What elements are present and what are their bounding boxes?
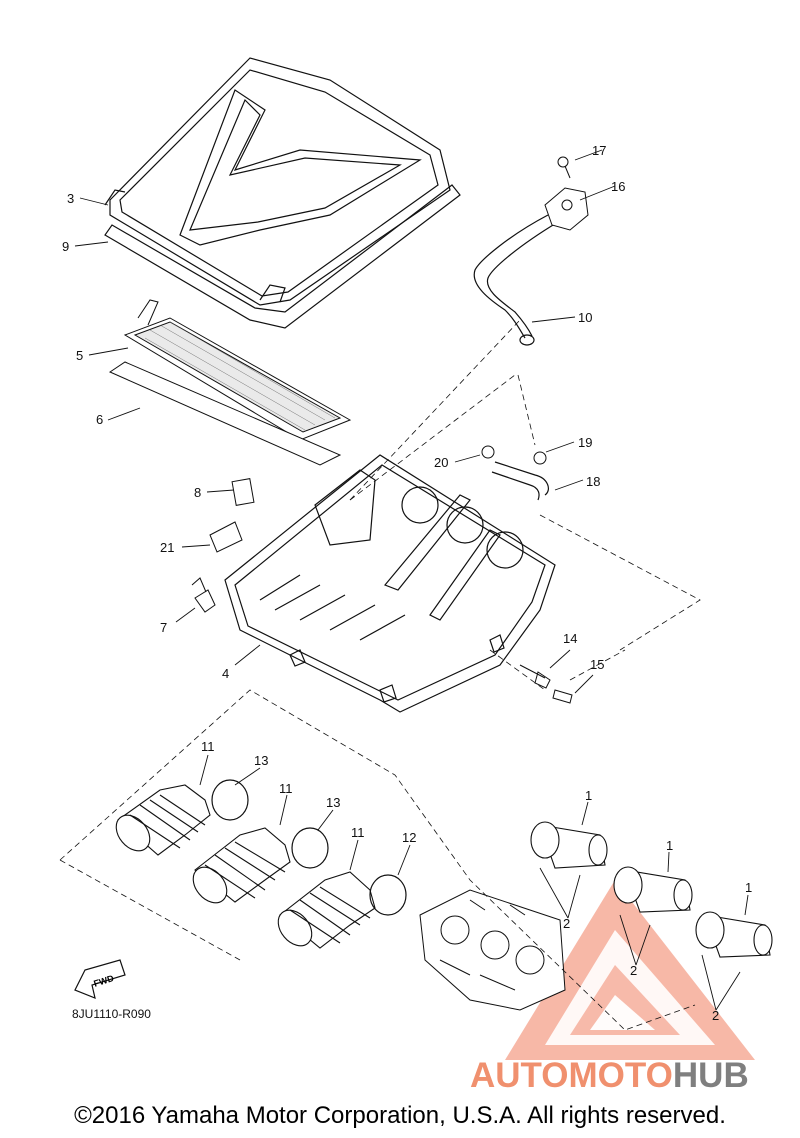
callout-2-c: 2 (712, 1008, 719, 1023)
funnel-1 (115, 784, 211, 856)
watermark-text-auto: AUTO (470, 1056, 569, 1095)
case-screws (519, 664, 573, 704)
callout-15: 15 (590, 657, 604, 672)
breather-hose (473, 214, 559, 346)
svg-text:AUTOMOTOHUB: AUTOMOTOHUB (470, 1056, 749, 1095)
callout-4: 4 (222, 666, 229, 681)
callout-11-b: 11 (279, 781, 293, 796)
watermark-text-moto: MOTO (569, 1056, 673, 1095)
joint-2 (613, 866, 693, 913)
copyright-notice: ©2016 Yamaha Motor Corporation, U.S.A. A… (74, 1102, 726, 1129)
short-hose (491, 461, 549, 501)
figure-code: 8JU1110-R090 (72, 1007, 151, 1021)
assembly-lines (59, 319, 701, 1031)
callout-1-a: 1 (585, 788, 592, 803)
forward-arrow: FWD (74, 959, 126, 999)
callout-13-a: 13 (254, 753, 268, 768)
air-filter-case (224, 454, 556, 713)
callout-10: 10 (578, 310, 592, 325)
watermark-logo: AUTOMOTOHUB (470, 880, 755, 1095)
callout-17: 17 (592, 143, 606, 158)
funnel-2 (192, 827, 291, 904)
watermark-text-hub: HUB (673, 1056, 749, 1095)
callout-9: 9 (62, 239, 69, 254)
callout-7: 7 (160, 620, 167, 635)
joint-1 (530, 821, 608, 869)
drain-cap (191, 577, 216, 613)
callout-6: 6 (96, 412, 103, 427)
hose-joint (544, 187, 589, 231)
joint-3 (695, 911, 773, 958)
funnel-clamps (211, 779, 407, 916)
callout-1-c: 1 (745, 880, 752, 895)
callout-21: 21 (160, 540, 174, 555)
air-filter-element (123, 299, 352, 441)
callout-labels: 3 9 5 6 8 21 7 4 10 17 16 18 19 20 14 15… (62, 143, 752, 1023)
callout-11-c: 11 (351, 825, 365, 840)
callout-2-b: 2 (630, 963, 637, 978)
callout-16: 16 (611, 179, 625, 194)
joint-bolt (557, 156, 571, 179)
intake-funnels (115, 784, 376, 949)
leader-lines (74, 149, 749, 1011)
callout-14: 14 (563, 631, 577, 646)
sponge-block (231, 478, 255, 506)
caution-label (209, 521, 243, 553)
callout-13-b: 13 (326, 795, 340, 810)
callout-2-a: 2 (563, 916, 570, 931)
air-filter-cover (104, 57, 451, 306)
callout-3: 3 (67, 191, 74, 206)
filter-seal (108, 361, 342, 466)
callout-20: 20 (434, 455, 448, 470)
callout-11-a: 11 (201, 739, 215, 754)
funnel-3 (277, 871, 376, 949)
callout-18: 18 (586, 474, 600, 489)
callout-8: 8 (194, 485, 201, 500)
callout-5: 5 (76, 348, 83, 363)
intake-joints (530, 821, 773, 958)
callout-1-b: 1 (666, 838, 673, 853)
callout-19: 19 (578, 435, 592, 450)
gasket-ring (104, 184, 461, 329)
throttle-body (419, 889, 566, 1011)
hose-clips (481, 445, 547, 465)
callout-12: 12 (402, 830, 416, 845)
